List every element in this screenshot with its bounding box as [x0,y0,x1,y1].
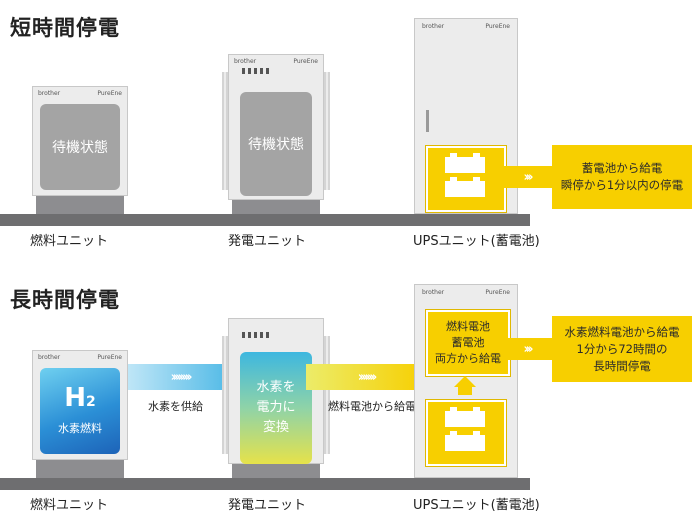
chevron-right-icon: ›››››››› [170,369,193,385]
battery-icon [445,407,485,451]
brand-label: brother [422,23,445,30]
standby-panel: 待機状態 [40,104,120,190]
conversion-line3: 変換 [262,420,289,435]
dual-line3: 両方から給電 [435,352,501,365]
unit-base [232,200,320,214]
dual-line2: 蓄電池 [451,336,485,349]
gen-unit-label-short: 発電ユニット [228,234,307,249]
callout-long: 水素燃料電池から給電 1分から72時間の 長時間停電 [552,316,692,382]
fuel-unit-label-long: 燃料ユニット [30,498,109,513]
fuel-unit-label-short: 燃料ユニット [30,234,109,249]
flow1-label: 水素を供給 [148,400,203,413]
ups-unit-label-long: UPSユニット(蓄電池) [413,498,540,513]
chevron-right-icon: ››› [523,169,533,185]
product-label: PureEne [485,289,510,296]
conversion-line1: 水素を [256,380,296,395]
callout-short-line1: 蓄電池から給電 [581,161,663,175]
brand-label: brother [38,354,61,361]
ups-unit-long: brother PureEne 燃料電池 蓄電池 両方から給電 [414,284,518,478]
brand-label: brother [38,90,61,97]
unit-base [232,464,320,478]
h2-subscript: 2 [86,394,96,410]
gen-unit-short: brother PureEne 待機状態 [222,54,330,214]
dual-supply-box: 燃料電池 蓄電池 両方から給電 [426,310,510,376]
floor-short [0,214,530,226]
product-label: PureEne [485,23,510,30]
gen-unit-label-long: 発電ユニット [228,498,307,513]
flow-arrow-short: ››› [502,166,552,188]
standby-panel: 待機状態 [240,92,312,196]
callout-short: 蓄電池から給電 瞬停から1分以内の停電 [552,145,692,209]
unit-base [36,460,124,478]
fuel-unit-long: brother PureEne H2 水素燃料 [32,350,128,478]
brand-label: brother [234,58,257,65]
callout-long-line3: 長時間停電 [593,358,651,373]
up-arrow-stem [458,387,472,395]
flow-arrow-long: ››› [502,338,552,360]
door-handle [426,110,429,132]
conversion-line2: 電力に [256,400,296,415]
flow-arrow-hydrogen: ›››››››› [128,364,232,390]
h2-symbol: H [64,383,86,413]
ups-unit-label-short: UPSユニット(蓄電池) [413,234,540,249]
product-label: PureEne [97,90,122,97]
chevron-right-icon: ››››››› [357,369,377,385]
indicator-leds [242,332,272,338]
callout-short-line2: 瞬停から1分以内の停電 [560,178,684,192]
indicator-leds [242,68,272,74]
gen-unit-long: 水素を 電力に 変換 [222,318,330,478]
battery-icon [445,153,485,197]
hydrogen-panel: H2 水素燃料 [40,368,120,454]
short-outage-title: 短時間停電 [10,16,120,40]
callout-long-line2: 1分から72時間の [576,341,668,356]
battery-box-long [426,400,506,466]
flow2-label: 燃料電池から給電 [328,400,416,413]
product-label: PureEne [293,58,318,65]
long-outage-title: 長時間停電 [10,288,120,312]
floor-long [0,478,530,490]
chevron-right-icon: ››› [523,341,533,357]
flow-arrow-power: ››››››› [306,364,426,390]
up-arrow-icon [454,376,476,387]
callout-long-line1: 水素燃料電池から給電 [564,324,680,339]
h2-caption: 水素燃料 [58,422,102,435]
ups-unit-short: brother PureEne [414,18,518,214]
product-label: PureEne [97,354,122,361]
battery-box-short [426,146,506,212]
conversion-panel: 水素を 電力に 変換 [240,352,312,464]
dual-line1: 燃料電池 [446,320,490,333]
fuel-unit-short: brother PureEne 待機状態 [32,86,128,214]
brand-label: brother [422,289,445,296]
unit-base [36,196,124,214]
